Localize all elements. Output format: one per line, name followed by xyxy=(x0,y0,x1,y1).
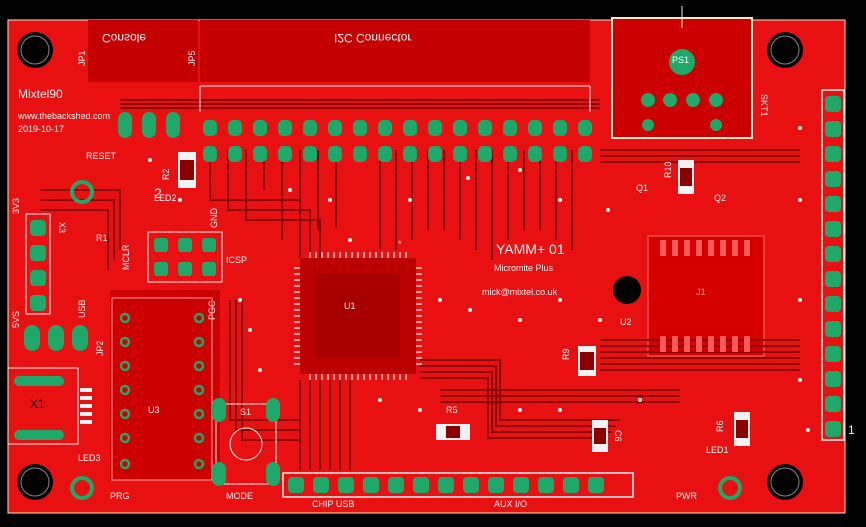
icsp-pin-marker: 2 xyxy=(154,185,162,201)
u3-pins xyxy=(119,312,205,470)
right-header-pads xyxy=(825,96,841,437)
skt1-label: SKT1 xyxy=(759,94,769,117)
right-header-outline xyxy=(821,89,845,441)
skt1-pads xyxy=(641,49,723,131)
jp2-label: JP2 xyxy=(95,340,105,356)
s1-label: S1 xyxy=(240,407,252,417)
i2c-label: I2C Connector xyxy=(334,31,412,45)
console-label: Console xyxy=(102,31,147,45)
pgc-label: PGC xyxy=(207,300,217,320)
chip-usb-label: CHIP USB xyxy=(312,499,355,509)
aux-io-pads xyxy=(288,477,604,493)
aux-io-header-outline xyxy=(282,472,634,498)
author-date: 2019-10-17 xyxy=(18,124,65,134)
ps1-label: PS1 xyxy=(672,55,690,65)
u3-outline xyxy=(111,297,213,481)
led2-label: LED2 xyxy=(154,193,177,203)
j1-label: J1 xyxy=(696,287,706,297)
r10-label: R10 xyxy=(663,161,673,178)
u2-label: U2 xyxy=(620,317,632,327)
q1-label: Q1 xyxy=(636,183,649,193)
jp5-label: JP5 xyxy=(187,50,197,66)
r5-label: R5 xyxy=(446,405,458,415)
top-header-pads xyxy=(118,112,592,162)
jp2-pads xyxy=(24,325,88,351)
r1-label: R1 xyxy=(96,233,108,243)
leds xyxy=(70,180,742,500)
io-header-body xyxy=(200,20,590,82)
u1-pin1-marker: * xyxy=(398,239,402,249)
jp1-header-body xyxy=(88,20,198,82)
board-title: YAMM+ 01 xyxy=(496,241,565,257)
pwr-label: PWR xyxy=(676,491,697,501)
mode-label: MODE xyxy=(226,491,253,501)
io-header-outline xyxy=(199,85,591,112)
board-email: mick@mixtel.co.uk xyxy=(482,287,558,297)
u1-pins xyxy=(294,252,422,380)
usb-label: USB xyxy=(77,299,87,318)
vias xyxy=(148,126,810,432)
skt1-body xyxy=(611,17,753,139)
icsp-label: ICSP xyxy=(226,255,248,265)
u3-label: U3 xyxy=(148,405,160,415)
prg-label: PRG xyxy=(110,491,130,501)
jp1-label: JP1 xyxy=(77,50,87,66)
mclr-label: MCLR xyxy=(121,244,131,270)
aux-io-label: AUX I/O xyxy=(494,499,528,509)
x3-label: X3 xyxy=(57,222,67,234)
mounting-holes xyxy=(17,32,803,500)
led1-label: LED1 xyxy=(706,445,729,455)
x1-label: X1 xyxy=(30,397,45,411)
r6-label: R6 xyxy=(715,420,725,432)
x3-header-outline xyxy=(25,213,51,315)
s1-switch xyxy=(212,398,280,486)
led3-label: LED3 xyxy=(78,453,101,463)
r2-label: R2 xyxy=(161,168,171,180)
r9-label: R9 xyxy=(561,348,571,360)
author-name: Mixtel90 xyxy=(18,87,63,101)
author-site: www.thebackshed.com xyxy=(18,111,111,121)
x1-usb-connector xyxy=(7,367,92,445)
icsp-header-outline xyxy=(147,231,223,283)
pin1-label: 1 xyxy=(848,423,855,437)
reset-label: RESET xyxy=(86,151,117,161)
c6-label: C6 xyxy=(613,430,623,442)
5vs-label: 5VS xyxy=(11,310,21,328)
smd-parts xyxy=(178,152,750,452)
3v3-label: 3V3 xyxy=(11,197,21,214)
x3-pads xyxy=(30,220,46,311)
board-subtitle: Micromite Plus xyxy=(494,263,554,273)
u1-chip-core xyxy=(316,274,400,358)
q2-label: Q2 xyxy=(714,193,727,203)
gnd-label: GND xyxy=(209,208,219,228)
u1-label: U1 xyxy=(344,301,356,311)
icsp-pads xyxy=(154,238,216,276)
j1-pins xyxy=(660,240,750,352)
